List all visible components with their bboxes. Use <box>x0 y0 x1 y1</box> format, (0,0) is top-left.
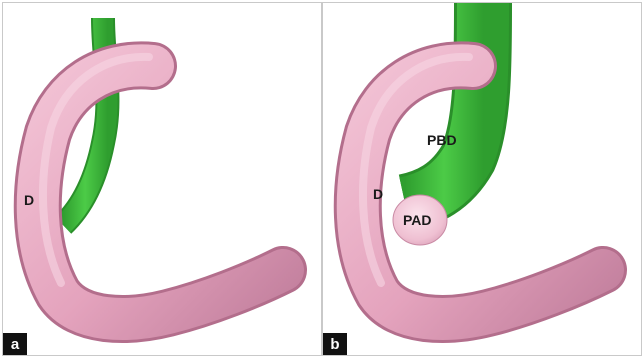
panel-tag-b: b <box>323 333 347 355</box>
duodenum-label: D <box>24 192 34 208</box>
duodenum-label: D <box>373 186 383 202</box>
panel-b-illustration: PBD PAD D <box>323 3 642 356</box>
panel-a: D a <box>2 2 322 356</box>
pad-label: PAD <box>403 212 432 228</box>
panel-b: PBD PAD D b <box>322 2 642 356</box>
panel-a-illustration: D <box>3 3 322 356</box>
pbd-label: PBD <box>427 132 457 148</box>
panel-tag-a: a <box>3 333 27 355</box>
